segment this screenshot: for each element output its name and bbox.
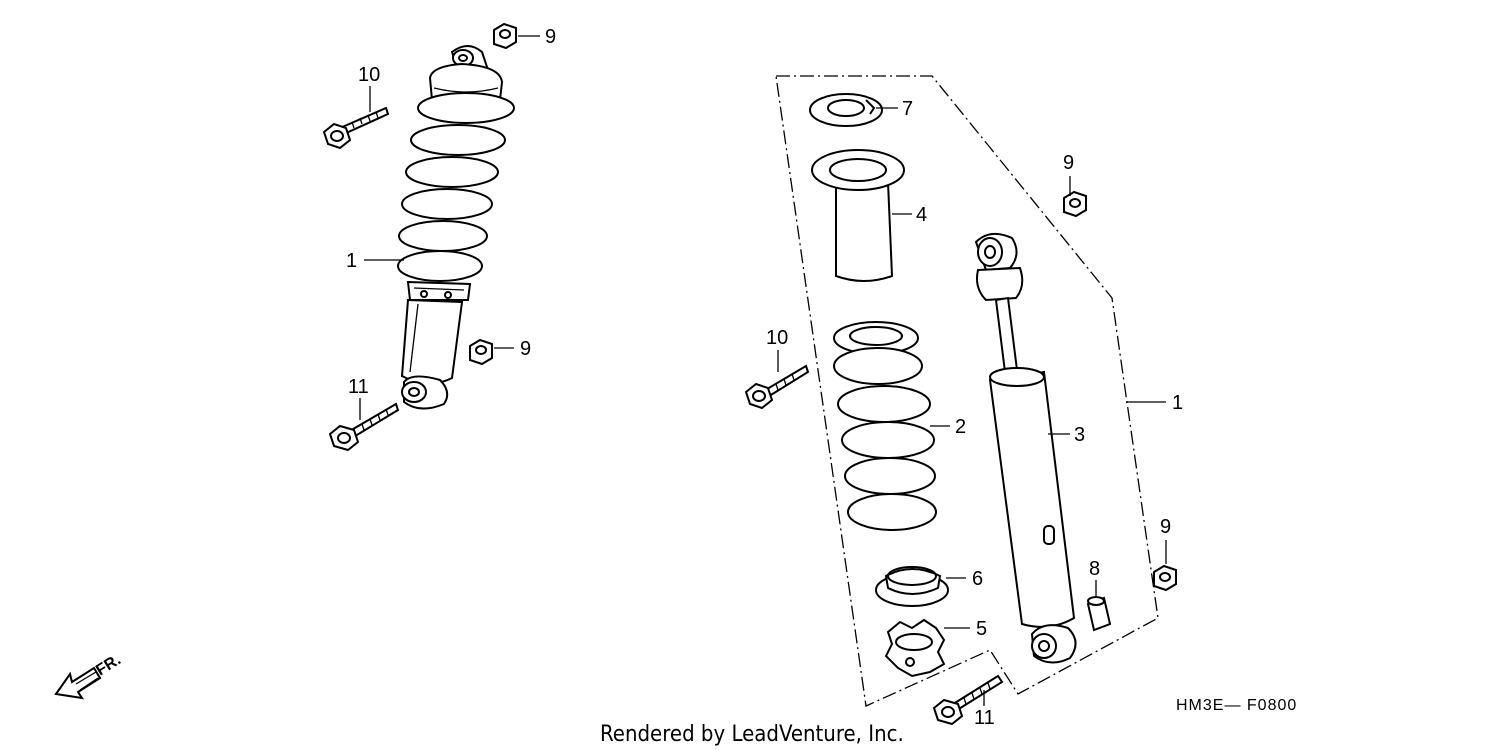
spring-collar-4	[811, 149, 905, 282]
callout-right-10: 10	[766, 327, 788, 349]
diagram-code: HM3E— F0800	[1176, 697, 1297, 714]
flange-bolt-left-10	[322, 106, 390, 150]
coil-spring-2	[833, 321, 937, 531]
flange-nut-left-mid	[469, 338, 493, 366]
assembly-boundary	[775, 75, 1159, 707]
adjuster-nut-5	[884, 618, 946, 678]
flange-bolt-right-10	[744, 364, 810, 410]
callout-right-4: 4	[916, 204, 927, 226]
callout-right-9-bottom: 9	[1160, 516, 1171, 538]
callout-right-5: 5	[976, 618, 987, 640]
damper-3	[974, 232, 1077, 664]
flange-bolt-right-11	[932, 674, 1004, 726]
callout-left-9-mid: 9	[520, 338, 531, 360]
credit-line: Rendered by LeadVenture, Inc.	[600, 722, 904, 747]
callout-left-11: 11	[348, 376, 369, 398]
callout-right-2: 2	[955, 416, 966, 438]
callout-right-3: 3	[1074, 424, 1085, 446]
flange-nut-right-top	[1063, 190, 1087, 218]
flange-nut-right-bottom	[1153, 564, 1177, 592]
front-direction-arrow-icon	[54, 666, 102, 700]
spring-seat-6	[875, 566, 949, 607]
callout-right-1: 1	[1172, 392, 1183, 414]
spring-retainer-7	[809, 93, 883, 127]
shock-absorber-assembly	[397, 45, 515, 410]
callout-right-9-top: 9	[1063, 152, 1074, 174]
callout-right-6: 6	[972, 568, 983, 590]
flange-nut-left-top	[493, 22, 517, 50]
flange-bolt-left-11	[328, 402, 400, 452]
callout-right-11: 11	[974, 707, 995, 729]
assembled-spring	[397, 92, 515, 282]
bushing-8	[1086, 596, 1112, 632]
callout-right-7: 7	[902, 98, 913, 120]
callout-left-9-top: 9	[545, 26, 556, 48]
callout-left-1: 1	[346, 250, 357, 272]
callout-left-10: 10	[358, 64, 380, 86]
callout-right-8: 8	[1089, 558, 1100, 580]
